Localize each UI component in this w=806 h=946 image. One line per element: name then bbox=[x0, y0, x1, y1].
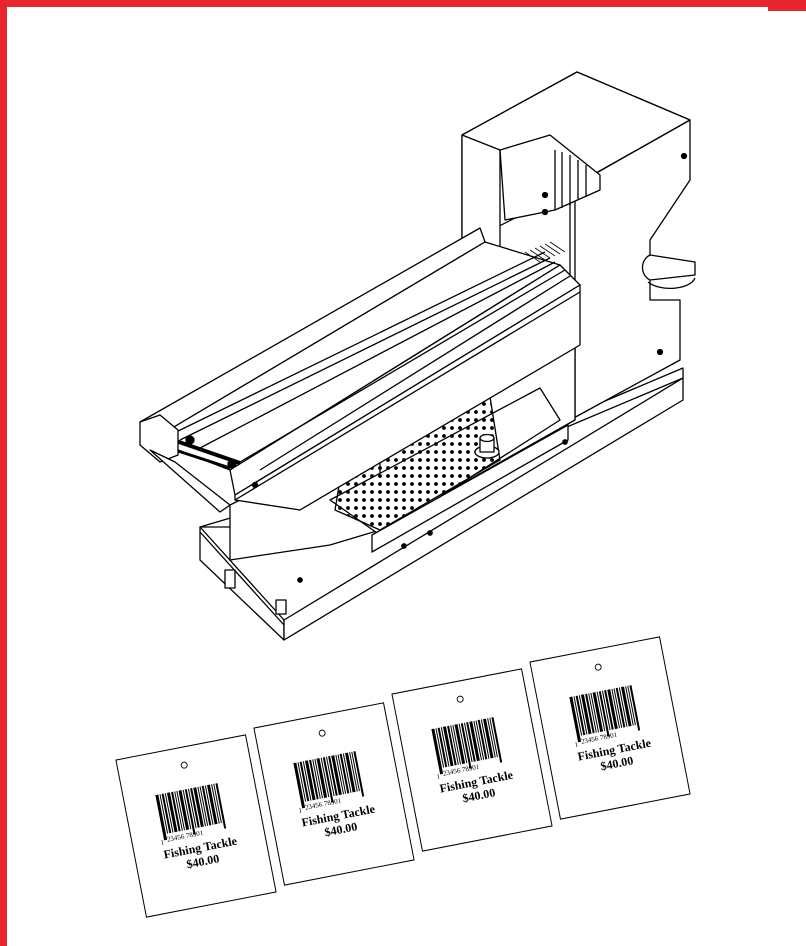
barcode bbox=[431, 717, 503, 775]
price: $40.00 bbox=[185, 851, 220, 871]
price: $40.00 bbox=[323, 819, 358, 839]
price: $40.00 bbox=[461, 785, 496, 805]
frame-left-border bbox=[0, 0, 7, 946]
barcode bbox=[293, 751, 365, 809]
barcode bbox=[155, 783, 227, 841]
tag-hole bbox=[318, 729, 326, 737]
frame-top-border bbox=[0, 0, 806, 7]
tag-hole bbox=[180, 761, 188, 769]
tag-hole bbox=[594, 663, 602, 671]
tag-dispenser-machine bbox=[139, 71, 696, 641]
barcode-left-digit: 1 bbox=[160, 838, 165, 847]
price: $40.00 bbox=[599, 753, 634, 773]
barcode-left-digit: 1 bbox=[298, 806, 303, 815]
barcode bbox=[569, 685, 641, 743]
frame-corner-tab bbox=[768, 0, 806, 11]
barcode-left-digit: 1 bbox=[574, 740, 579, 749]
tag-hole bbox=[456, 695, 464, 703]
barcode-left-digit: 1 bbox=[436, 772, 441, 781]
